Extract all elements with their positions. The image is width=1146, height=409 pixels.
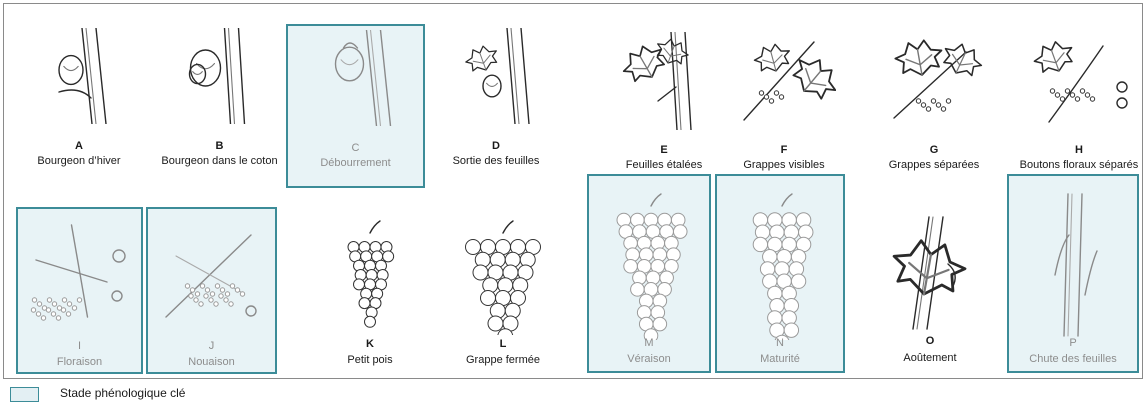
legend-swatch xyxy=(10,387,39,402)
stage-k-illustration xyxy=(312,213,428,335)
stage-p: P Chute des feuilles xyxy=(1007,174,1139,373)
stage-name: Petit pois xyxy=(304,354,436,366)
stage-name: Bourgeon d’hiver xyxy=(24,155,134,167)
stage-m-illustration xyxy=(597,190,705,340)
stage-letter: G xyxy=(874,144,994,156)
stage-l: L Grappe fermée xyxy=(439,207,567,374)
stage-b: B Bourgeon dans le coton xyxy=(152,24,287,184)
stage-letter: C xyxy=(288,142,423,154)
stage-m: M Véraison xyxy=(587,174,711,373)
stage-letter: D xyxy=(432,140,560,152)
stage-letter: L xyxy=(439,338,567,350)
stage-e: E Feuilles étalées xyxy=(604,24,724,186)
stage-name: Grappes séparées xyxy=(874,159,994,171)
stage-g-illustration xyxy=(882,32,986,130)
stage-name: Grappe fermée xyxy=(439,354,567,366)
stage-name: Maturité xyxy=(717,353,843,365)
stage-o: O Aoûtement xyxy=(866,207,994,373)
stage-name: Bourgeon dans le coton xyxy=(152,155,287,167)
stage-name: Véraison xyxy=(589,353,709,365)
stage-n-illustration xyxy=(725,190,839,340)
stage-name: Grappes visibles xyxy=(724,159,844,171)
stage-letter: K xyxy=(304,338,436,350)
stage-letter: H xyxy=(1014,144,1143,156)
stage-g: G Grappes séparées xyxy=(874,24,994,186)
legend-label: Stade phénologique clé xyxy=(60,386,185,400)
stage-letter: O xyxy=(866,335,994,347)
stage-name: Aoûtement xyxy=(866,352,994,364)
stage-c: C Débourrement xyxy=(286,24,425,188)
stage-k: K Petit pois xyxy=(304,207,436,374)
stage-name: Boutons floraux séparés xyxy=(1014,159,1143,171)
stage-name: Feuilles étalées xyxy=(604,159,724,171)
stage-letter: F xyxy=(724,144,844,156)
stage-o-illustration xyxy=(874,213,986,335)
stage-letter: M xyxy=(589,337,709,349)
stage-letter: P xyxy=(1009,337,1137,349)
stage-name: Débourrement xyxy=(288,157,423,169)
stage-letter: A xyxy=(24,140,134,152)
stage-letter: N xyxy=(717,337,843,349)
stage-name: Chute des feuilles xyxy=(1009,353,1137,365)
stage-f-illustration xyxy=(732,32,836,130)
stage-a-illustration xyxy=(32,28,126,124)
stage-d: D Sortie des feuilles xyxy=(432,24,560,184)
stage-h: H Boutons floraux séparés xyxy=(1014,24,1143,186)
stage-b-illustration xyxy=(160,28,279,124)
stage-j-illustration xyxy=(156,215,271,337)
stage-name: Nouaison xyxy=(148,356,275,368)
stage-a: A Bourgeon d’hiver xyxy=(24,24,134,184)
stage-letter: J xyxy=(148,340,275,352)
stage-f: F Grappes visibles xyxy=(724,24,844,186)
stage-letter: B xyxy=(152,140,287,152)
stage-letter: I xyxy=(18,340,141,352)
stage-j: J Nouaison xyxy=(146,207,277,374)
stage-c-illustration xyxy=(296,30,419,126)
stage-name: Floraison xyxy=(18,356,141,368)
stage-i-illustration xyxy=(26,215,137,337)
stage-p-illustration xyxy=(1017,190,1133,340)
stages-figure: A Bourgeon d’hiver B Bourgeon dans le coton… xyxy=(3,3,1143,379)
stage-i: I Floraison xyxy=(16,207,143,374)
stage-h-illustration xyxy=(1022,32,1136,130)
stage-l-illustration xyxy=(447,213,559,335)
stage-e-illustration xyxy=(612,32,716,130)
stage-letter: E xyxy=(604,144,724,156)
stage-n: N Maturité xyxy=(715,174,845,373)
stage-d-illustration xyxy=(440,28,552,124)
stage-name: Sortie des feuilles xyxy=(432,155,560,167)
